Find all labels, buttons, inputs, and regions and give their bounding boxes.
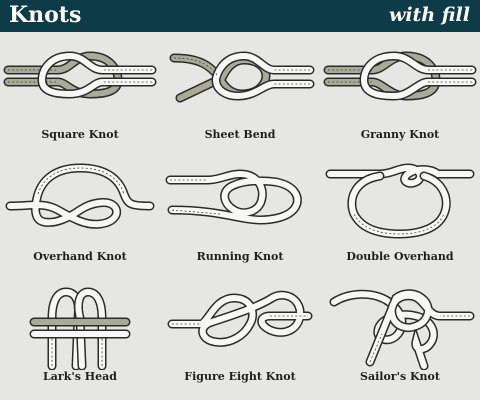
knot-label: Granny Knot <box>360 128 440 141</box>
granny-knot-icon <box>323 51 477 101</box>
knot-cell-figure-eight-knot: Figure Eight Knot <box>160 278 320 400</box>
knot-cell-sheet-bend: Sheet Bend <box>160 36 320 158</box>
knot-cell-overhand-knot: Overhand Knot <box>0 158 160 280</box>
knot-cell-running-knot: Running Knot <box>160 158 320 280</box>
knot-label: Running Knot <box>196 250 284 263</box>
knot-cell-sailors-knot: Sailor's Knot <box>320 278 480 400</box>
larks-head-icon <box>29 287 131 370</box>
knot-label: Lark's Head <box>43 370 117 383</box>
page-subtitle: with fill <box>388 4 470 26</box>
sheet-bend-icon <box>169 51 315 103</box>
knot-label: Sailor's Knot <box>360 370 440 383</box>
knot-label: Sheet Bend <box>204 128 276 141</box>
running-knot-icon <box>165 169 302 225</box>
figure-eight-knot-icon <box>167 290 313 347</box>
overhand-knot-icon <box>5 163 155 229</box>
knot-cell-granny-knot: Granny Knot <box>320 36 480 158</box>
double-overhand-icon <box>325 163 475 239</box>
knot-label: Figure Eight Knot <box>184 370 296 383</box>
knot-label: Square Knot <box>41 128 119 141</box>
knot-label: Double Overhand <box>346 250 454 263</box>
knot-label: Overhand Knot <box>33 250 127 263</box>
knot-cell-double-overhand: Double Overhand <box>320 158 480 280</box>
header-bar: Knots with fill <box>0 0 480 32</box>
knot-cell-square-knot: Square Knot <box>0 36 160 158</box>
square-knot-icon <box>3 51 157 99</box>
sailors-knot-icon <box>329 289 475 370</box>
page-title: Knots <box>9 2 82 28</box>
knot-cell-larks-head: Lark's Head <box>0 278 160 400</box>
